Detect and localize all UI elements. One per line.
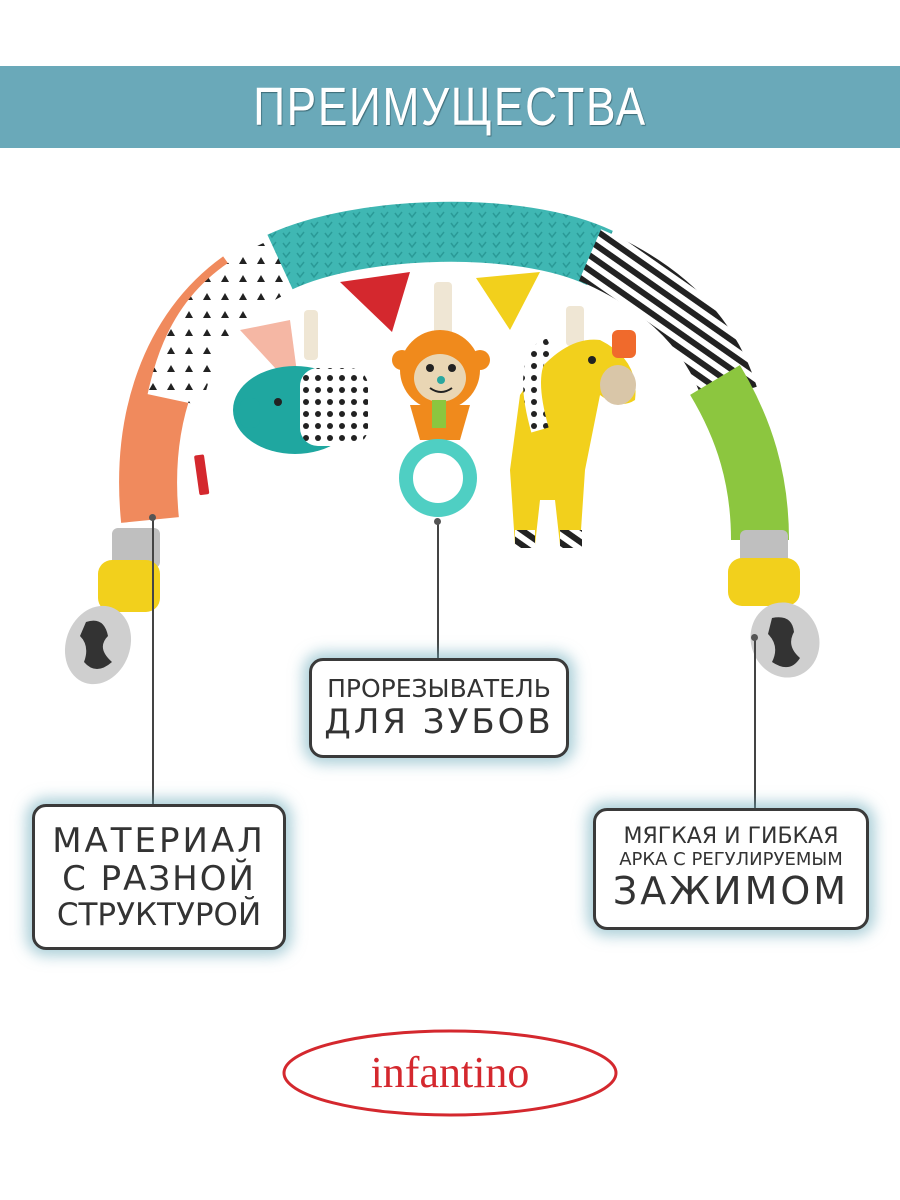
callout-material-line-2: С РАЗНОЙ [62, 858, 256, 899]
infantino-logo: infantino [282, 1029, 618, 1117]
leader-line-teether [437, 522, 439, 662]
callout-material-line-1: МАТЕРИАЛ [52, 820, 266, 861]
callout-material-line-3: СТРУКТУРОЙ [56, 896, 262, 933]
callout-arch: МЯГКАЯ И ГИБКАЯ АРКА С РЕГУЛИРУЕМЫМ ЗАЖИ… [593, 808, 869, 930]
callout-teether-line-1: ПРОРЕЗЫВАТЕЛЬ [327, 673, 551, 703]
callout-teether: ПРОРЕЗЫВАТЕЛЬ ДЛЯ ЗУБОВ [309, 658, 569, 758]
page-title: ПРЕИМУЩЕСТВА [253, 77, 647, 137]
callout-material: МАТЕРИАЛ С РАЗНОЙ СТРУКТУРОЙ [32, 804, 286, 950]
brand-name: infantino [371, 1048, 530, 1097]
leader-dot-teether [434, 518, 441, 525]
header-banner: ПРЕИМУЩЕСТВА [0, 66, 900, 148]
callout-arch-line-2: АРКА С РЕГУЛИРУЕМЫМ [619, 848, 843, 870]
leader-line-material [152, 518, 154, 806]
leader-line-arch [754, 638, 756, 810]
callout-arch-line-1: МЯГКАЯ И ГИБКАЯ [623, 824, 839, 850]
leader-dot-arch [751, 634, 758, 641]
leader-dot-material [149, 514, 156, 521]
callout-teether-line-2: ДЛЯ ЗУБОВ [324, 701, 554, 742]
product-image-toy-arch [64, 201, 820, 685]
callout-arch-line-3: ЗАЖИМОМ [612, 869, 850, 914]
